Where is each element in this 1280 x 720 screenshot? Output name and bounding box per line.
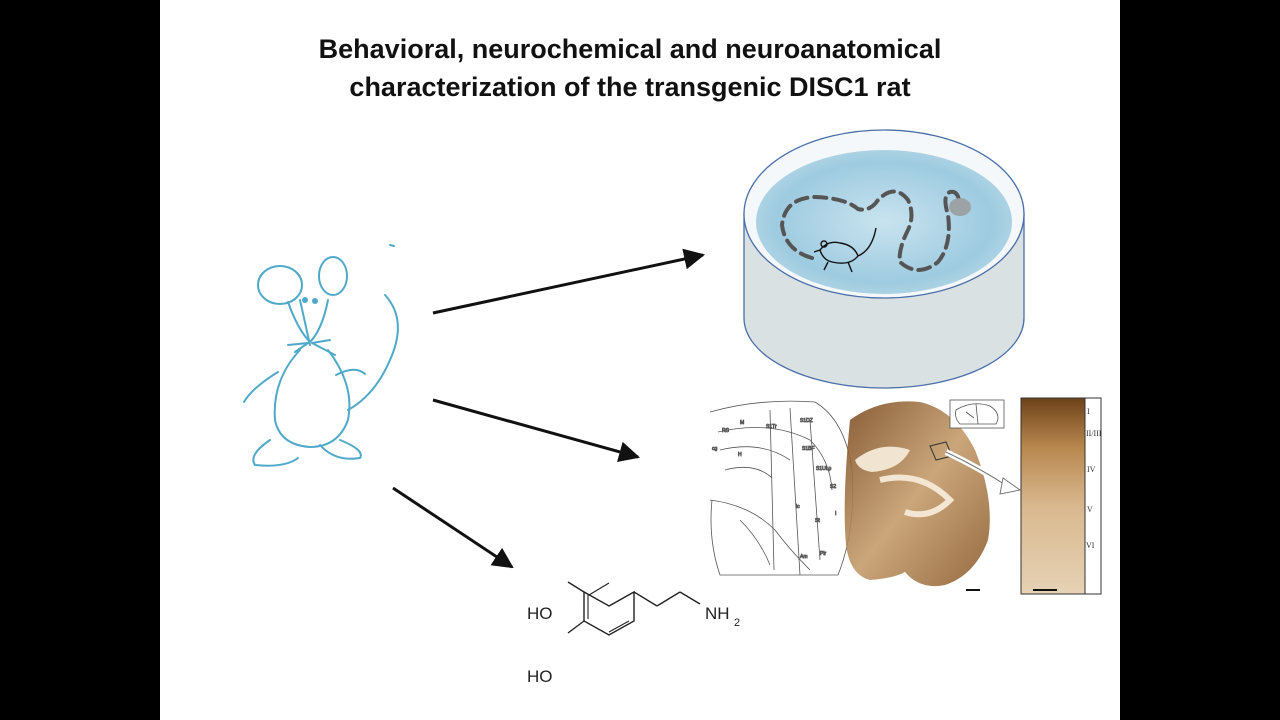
atlas-label-8: H <box>738 452 742 458</box>
atlas-label-2: S1Tr <box>766 424 777 430</box>
rat-sketch-icon <box>243 244 399 467</box>
atlas-label-1: M <box>740 420 744 426</box>
water-maze-icon <box>743 129 1025 389</box>
dopamine-amine-subscript: 2 <box>734 617 740 629</box>
arrow-to-brain-slice <box>432 398 641 463</box>
dopamine-structure <box>567 581 701 636</box>
dopamine-hydroxyl-top: HO <box>527 604 553 623</box>
atlas-label-5: S1ULp <box>816 466 832 472</box>
swimming-rat-icon <box>813 227 877 273</box>
slide-title: Behavioral, neurochemical and neuroanato… <box>160 30 1120 106</box>
arrow-to-dopamine <box>392 486 514 569</box>
layer-label-v: V <box>1087 505 1093 514</box>
atlas-label-11: I <box>835 511 836 517</box>
atlas-label-4: S1BF <box>802 446 815 452</box>
brain-atlas-diagram: RS M S1Tr S1DZ S1BF S1ULp S2 cg H ic St … <box>709 400 854 576</box>
title-line-1: Behavioral, neurochemical and neuroanato… <box>318 34 942 64</box>
dopamine-hydroxyl-bottom: HO <box>527 667 553 686</box>
atlas-label-7: cg <box>712 446 718 452</box>
cortex-column: I II/III IV V VI <box>1020 397 1102 595</box>
stained-brain-slice <box>844 401 1022 591</box>
atlas-label-13: Pir <box>820 551 826 557</box>
dopamine-amine: NH <box>705 604 730 623</box>
atlas-label-6: S2 <box>830 484 836 490</box>
figure-canvas: RS M S1Tr S1DZ S1BF S1ULp S2 cg H ic St … <box>243 129 1102 686</box>
atlas-label-9: ic <box>796 504 800 510</box>
atlas-label-12: Am <box>800 554 808 560</box>
slide: Behavioral, neurochemical and neuroanato… <box>160 0 1120 720</box>
atlas-label-3: S1DZ <box>800 418 813 424</box>
layer-label-ii-iii: II/III <box>1086 429 1102 438</box>
atlas-label-10: St <box>815 518 820 524</box>
orientation-thumbnail <box>949 399 1005 429</box>
atlas-label-0: RS <box>722 428 730 434</box>
layer-label-vi: VI <box>1086 541 1095 550</box>
title-line-2: characterization of the transgenic DISC1… <box>349 72 911 102</box>
layer-label-iv: IV <box>1087 465 1096 474</box>
arrow-to-water-maze <box>432 248 706 315</box>
layer-label-i: I <box>1087 407 1090 416</box>
